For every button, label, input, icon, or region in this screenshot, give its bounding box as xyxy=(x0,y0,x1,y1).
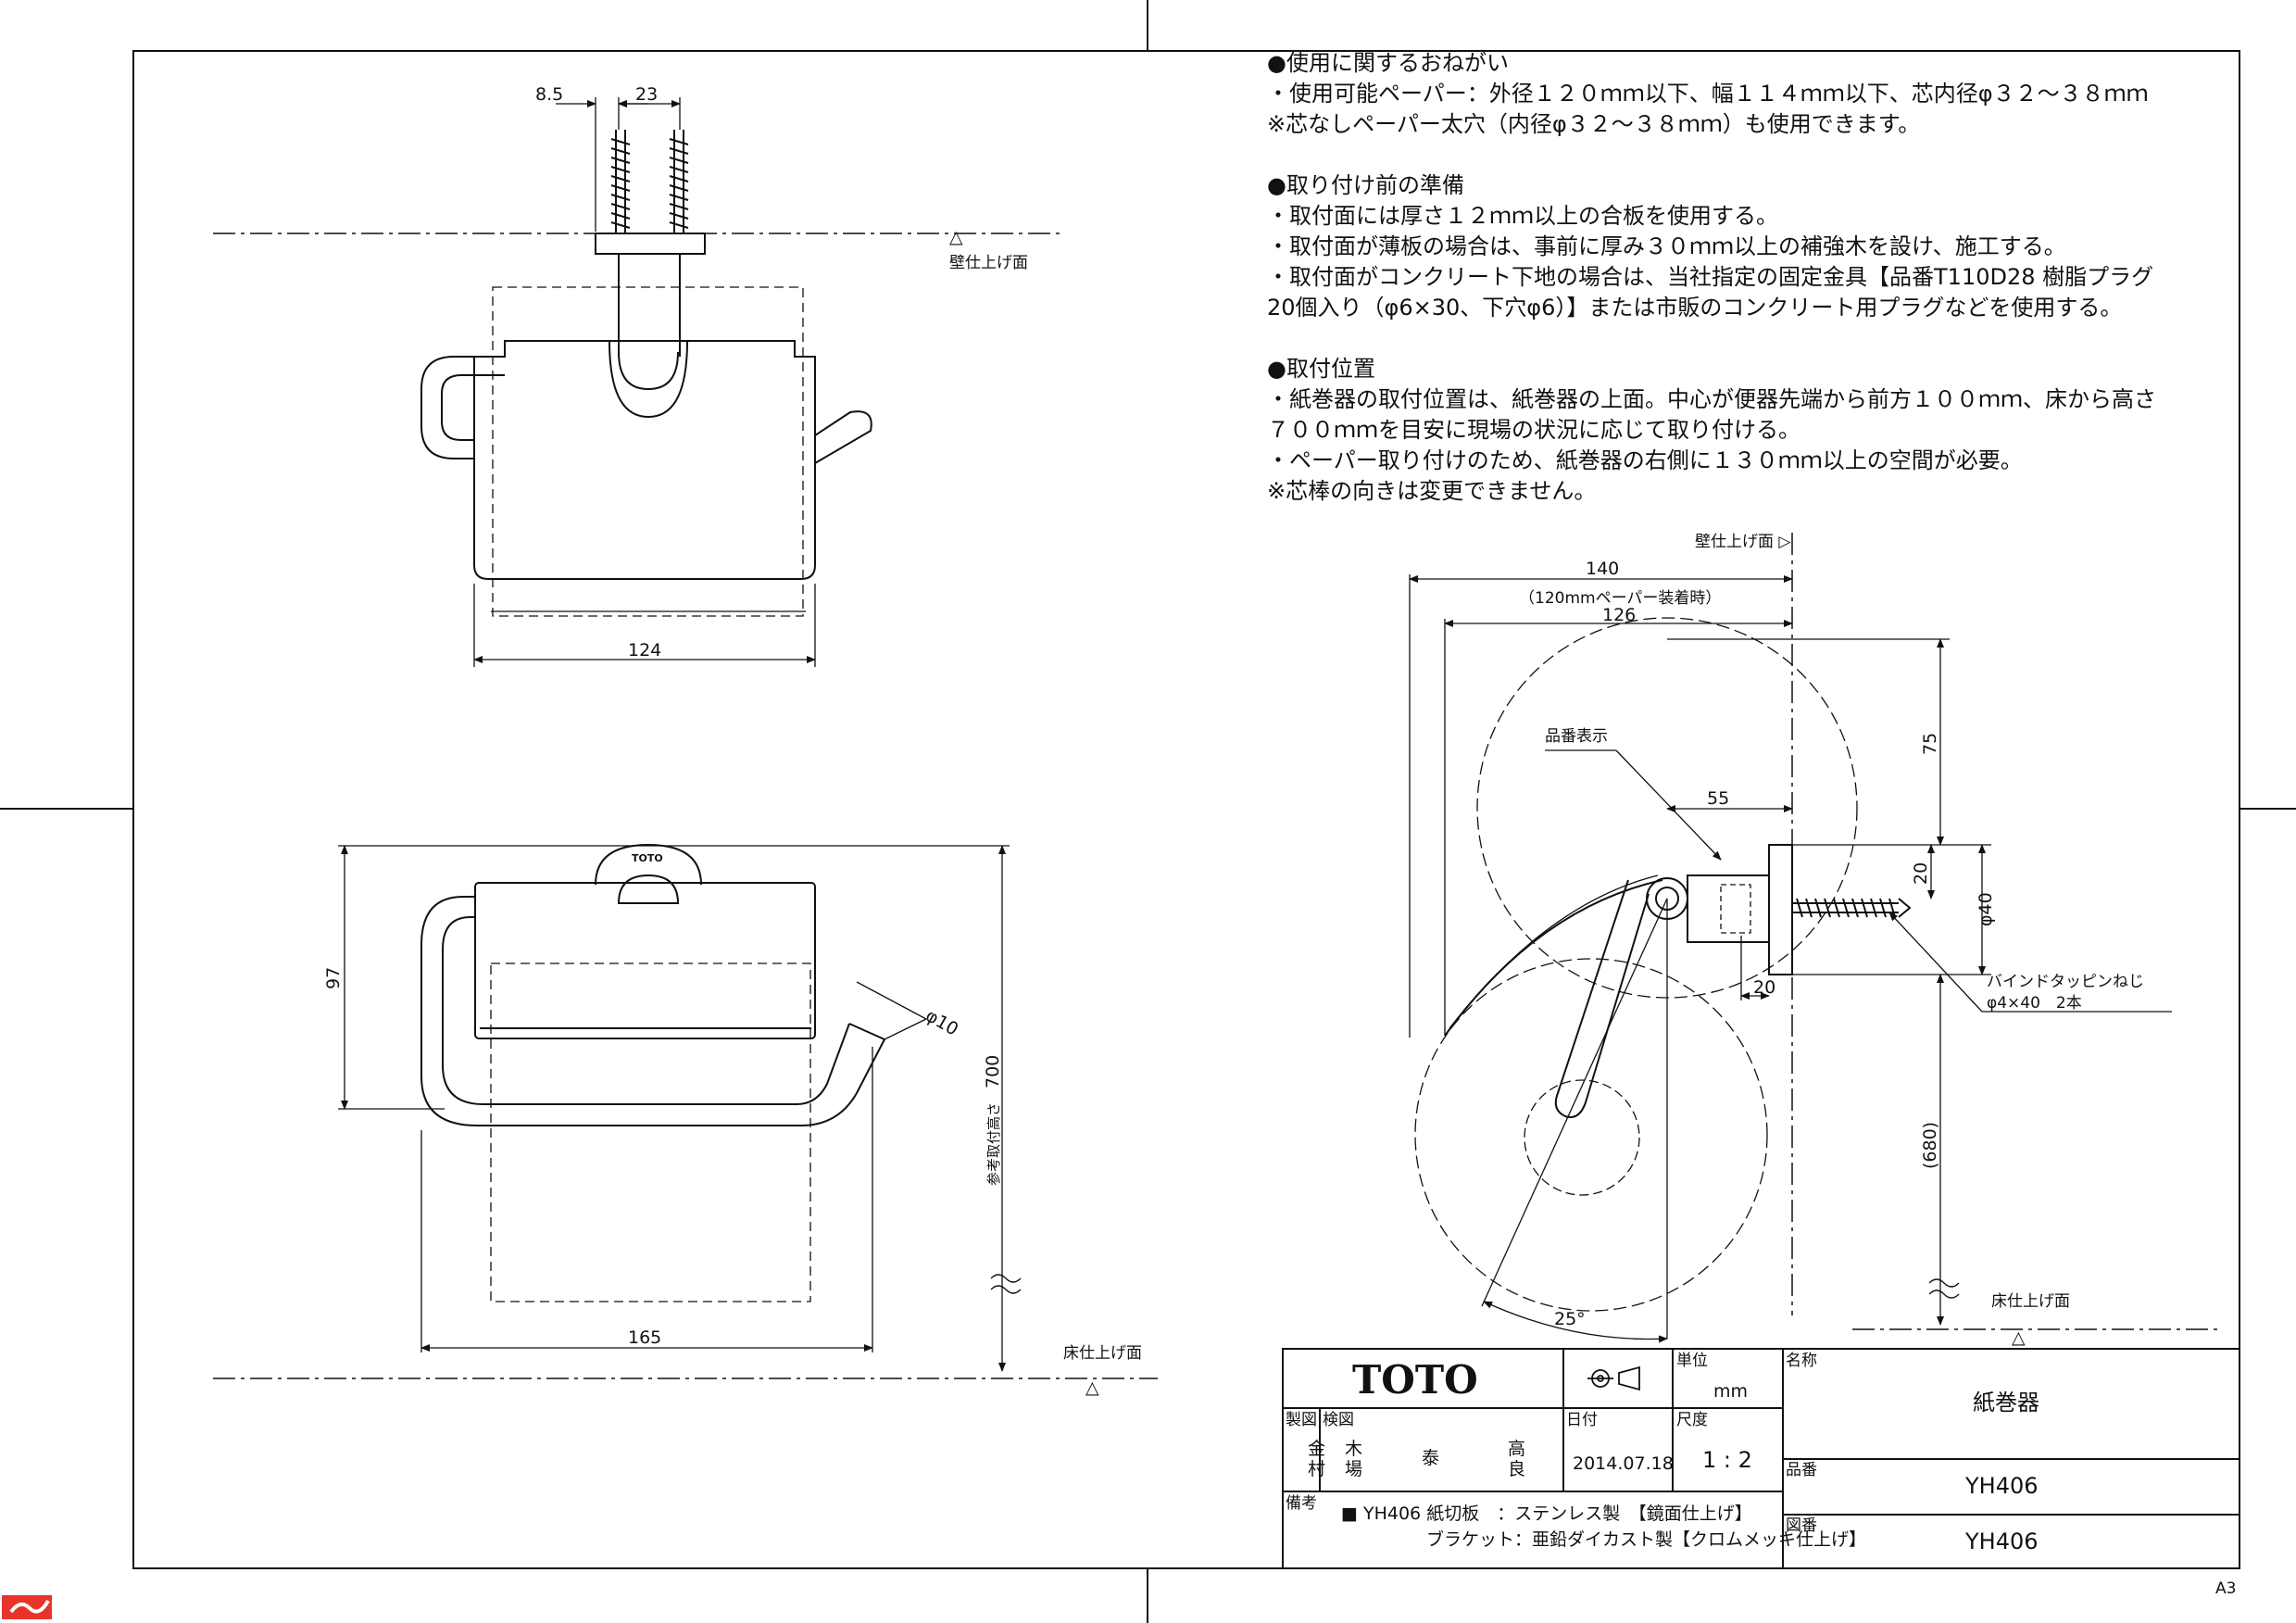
ref-height-label: 参考取付高さ xyxy=(985,1102,1002,1186)
wall-base xyxy=(1768,844,1793,975)
spindle-arm xyxy=(1554,879,1650,1118)
screw-icon xyxy=(610,130,689,233)
handle-loop xyxy=(420,896,885,1126)
screw-label: バインドタッピンねじ xyxy=(1987,973,2144,991)
top-view xyxy=(213,97,1065,667)
dim-97: 97 xyxy=(323,967,344,989)
drawing-number-value: YH406 xyxy=(1964,1529,2039,1554)
drawn-name-2: 村 xyxy=(1308,1459,1325,1479)
checked-name-5: 良 xyxy=(1508,1459,1525,1479)
checked-name-1: 木 xyxy=(1345,1439,1362,1459)
dim-700: 700 xyxy=(983,1055,1003,1088)
unit-label: 単位 xyxy=(1676,1352,1708,1370)
prep-line: ・取付面が薄板の場合は、事前に厚み３０ｍｍ以上の補強木を設け、施工する。 xyxy=(1267,233,2066,259)
checked-name-2: 場 xyxy=(1345,1459,1362,1479)
screw-icon xyxy=(1792,898,1912,918)
prep-line: ・取付面には厚さ１２ｍｍ以上の合板を使用する。 xyxy=(1267,203,1778,229)
angle-25: 25° xyxy=(1554,1309,1586,1329)
position-line: ・紙巻器の取付位置は、紙巻器の上面。中心が便器先端から前方１００ｍｍ、床から高さ xyxy=(1267,386,2156,412)
remarks-line-1: ■ YH406 紙切板 ：ステンレス製 【鏡面仕上げ】 xyxy=(1341,1503,1752,1524)
product-value: YH406 xyxy=(1964,1473,2039,1499)
floor-finish-label: 床仕上げ面 xyxy=(1063,1344,1142,1363)
drawing-number-label: 図番 xyxy=(1786,1516,1817,1535)
date-label: 日付 xyxy=(1566,1411,1598,1429)
bracket-cap xyxy=(595,843,702,886)
drawn-label: 製図 xyxy=(1286,1411,1317,1429)
position-line: ７００ｍｍを目安に現場の状況に応じて取り付ける。 xyxy=(1267,417,1800,443)
dim-165: 165 xyxy=(628,1327,661,1348)
part-number-label: 品番表示 xyxy=(1545,727,1608,746)
dim-phi10: φ10 xyxy=(922,1005,962,1039)
triangle-mark: △ xyxy=(949,227,963,247)
usage-line: ※芯なしペーパー太穴（内径φ３２～３８ｍｍ）も使用できます。 xyxy=(1267,111,1921,137)
dim-phi40: φ40 xyxy=(1976,892,1996,926)
wall-finish-label: 壁仕上げ面 ▷ xyxy=(1695,533,1791,551)
scale-value: 1 : 2 xyxy=(1702,1447,1752,1473)
triangle-mark: △ xyxy=(2012,1327,2026,1348)
front-view xyxy=(213,843,1158,1379)
screw-spec: φ4×40 2本 xyxy=(1987,994,2082,1013)
paper-outline xyxy=(492,286,804,617)
product-label: 品番 xyxy=(1786,1461,1817,1479)
wall-plate xyxy=(595,233,706,255)
side-view xyxy=(1409,533,2218,1343)
wall-finish-label: 壁仕上げ面 xyxy=(949,254,1028,272)
prep-line: ・取付面がコンクリート下地の場合は、当社指定の固定金具【品番T110D28 樹脂… xyxy=(1267,264,2154,290)
floor-finish-label: 床仕上げ面 xyxy=(1991,1292,2070,1311)
remarks-line-2: ブラケット：亜鉛ダイカスト製【クロムメッキ仕上げ】 xyxy=(1426,1529,1866,1550)
usage-notes: ●使用に関するおねがい ・使用可能ペーパー：外径１２０ｍｍ以下、幅１１４ｍｍ以下… xyxy=(1267,48,2249,507)
scale-label: 尺度 xyxy=(1676,1411,1708,1429)
paper-roll-small xyxy=(1414,958,1768,1312)
projection-symbol xyxy=(1587,1365,1640,1391)
position-title: ●取付位置 xyxy=(1267,356,1375,382)
usage-title: ●使用に関するおねがい xyxy=(1267,50,1509,76)
checked-label: 検図 xyxy=(1323,1411,1354,1429)
dim-8-5: 8.5 xyxy=(535,84,563,105)
sheet-size: A3 xyxy=(2215,1579,2236,1598)
dim-23: 23 xyxy=(635,84,658,105)
triangle-mark: △ xyxy=(1085,1378,1099,1398)
core-circle xyxy=(1524,1079,1640,1196)
checked-name-4: 高 xyxy=(1508,1439,1525,1459)
name-label: 名称 xyxy=(1786,1352,1817,1370)
drawn-name-1: 金 xyxy=(1308,1439,1325,1459)
paper-note: （120mmペーパー装着時） xyxy=(1519,589,1721,608)
paper-outline xyxy=(490,962,811,1302)
cover-plate xyxy=(474,882,816,1039)
prep-line: 20個入り（φ6×30、下穴φ6）】または市販のコンクリート用プラグなどを使用す… xyxy=(1267,295,2123,321)
toto-logo: TOTO xyxy=(1352,1357,1478,1403)
prep-title: ●取り付け前の準備 xyxy=(1267,172,1464,198)
cover-plate xyxy=(473,340,816,580)
dim-140: 140 xyxy=(1586,559,1619,579)
remarks-label: 備考 xyxy=(1286,1494,1317,1513)
bracket-body xyxy=(1687,874,1770,943)
handle-loop xyxy=(420,356,505,459)
dim-55: 55 xyxy=(1707,788,1729,809)
date-value: 2014.07.18 xyxy=(1573,1453,1674,1474)
dim-20-horizontal: 20 xyxy=(1753,977,1775,998)
dim-680: (680) xyxy=(1920,1122,1940,1169)
usage-line: ・使用可能ペーパー：外径１２０ｍｍ以下、幅１１４ｍｍ以下、芯内径φ３２～３８ｍｍ xyxy=(1267,81,2149,107)
corner-mark-icon xyxy=(2,1595,52,1619)
unit-value: mm xyxy=(1713,1381,1748,1402)
position-line: ※芯棒の向きは変更できません。 xyxy=(1267,478,1597,504)
sheet-border xyxy=(132,50,2240,1569)
dim-75: 75 xyxy=(1920,733,1940,755)
dim-126: 126 xyxy=(1602,605,1636,625)
name-value: 紙巻器 xyxy=(1973,1390,2039,1415)
position-line: ・ペーパー取り付けのため、紙巻器の右側に１３０ｍｍ以上の空間が必要。 xyxy=(1267,447,2023,473)
dim-124: 124 xyxy=(628,640,661,661)
title-block xyxy=(1282,1348,2240,1569)
spindle-end xyxy=(814,410,872,464)
dim-20-vertical: 20 xyxy=(1911,862,1931,885)
checked-name-3: 泰 xyxy=(1422,1448,1439,1468)
bracket-logo: TOTO xyxy=(632,852,663,864)
